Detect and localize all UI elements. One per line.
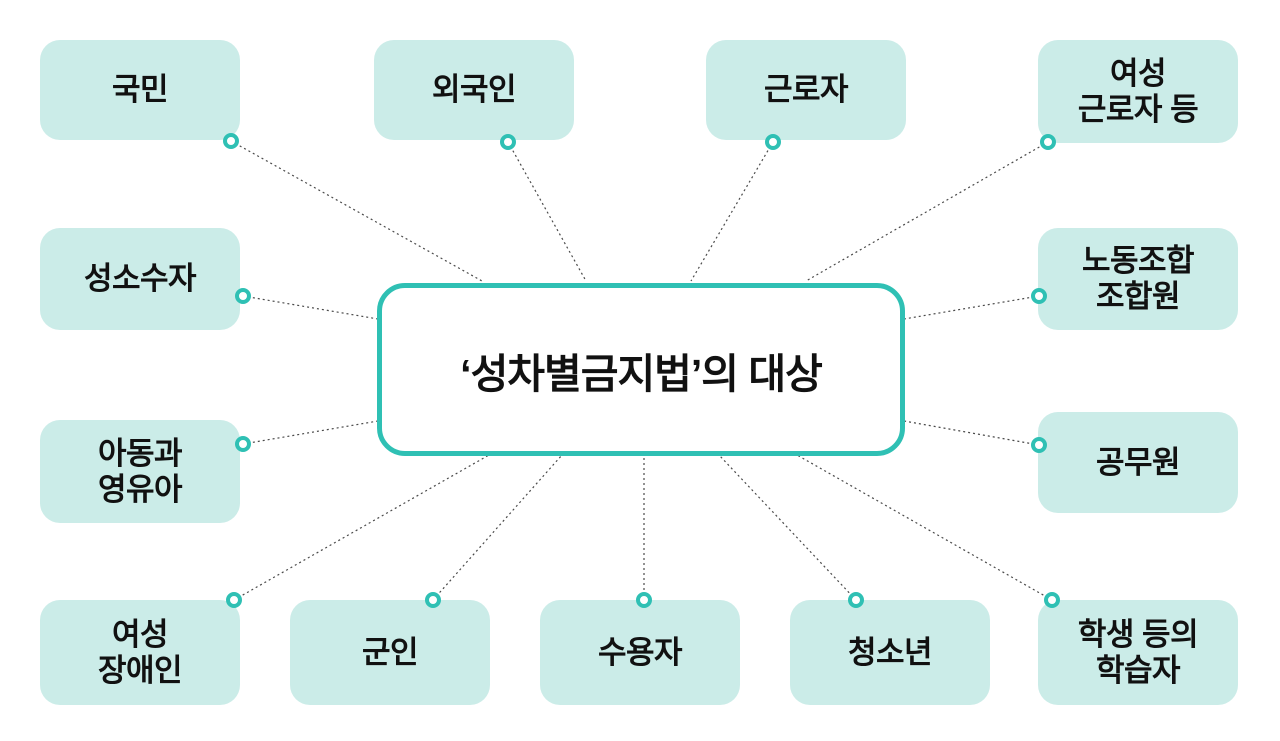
connector-dot-children-infants (235, 436, 251, 452)
connector-line-soldiers (432, 454, 563, 601)
connector-line-female-workers (805, 141, 1049, 282)
connector-line-foreigners (507, 141, 587, 282)
node-label-public-officials: 공무원 (1095, 444, 1181, 480)
center-node-label: ‘성차별금지법’의 대상 (460, 350, 823, 397)
node-soldiers: 군인 (290, 600, 490, 705)
connector-line-sexual-minorities (242, 295, 379, 320)
connector-dot-sexual-minorities (235, 288, 251, 304)
node-label-citizens: 국민 (111, 72, 169, 108)
node-label-workers: 근로자 (763, 72, 849, 108)
connector-line-citizens (230, 140, 483, 282)
node-label-youth: 청소년 (847, 634, 933, 670)
connector-dot-youth (848, 592, 864, 608)
connector-dot-public-officials (1031, 437, 1047, 453)
node-label-soldiers: 군인 (361, 634, 419, 670)
connector-line-public-officials (903, 420, 1040, 446)
connector-line-students-learners (796, 454, 1053, 601)
node-public-officials: 공무원 (1038, 412, 1238, 513)
node-youth: 청소년 (790, 600, 990, 705)
node-union-members: 노동조합 조합원 (1038, 228, 1238, 330)
node-foreigners: 외국인 (374, 40, 574, 140)
connector-dot-students-learners (1044, 592, 1060, 608)
node-students-learners: 학생 등의 학습자 (1038, 600, 1238, 705)
node-label-women-disabled: 여성 장애인 (97, 616, 183, 688)
node-label-foreigners: 외국인 (431, 72, 517, 108)
connector-line-workers (690, 141, 774, 282)
node-label-union-members: 노동조합 조합원 (1081, 243, 1195, 314)
connector-dot-female-workers (1040, 134, 1056, 150)
connector-line-youth (718, 454, 857, 601)
connector-dot-workers (765, 134, 781, 150)
node-label-students-learners: 학생 등의 학습자 (1077, 616, 1199, 688)
node-sexual-minorities: 성소수자 (40, 228, 240, 330)
node-inmates: 수용자 (540, 600, 740, 705)
connector-dot-soldiers (425, 592, 441, 608)
node-label-children-infants: 아동과 영유아 (97, 435, 183, 507)
node-workers: 근로자 (706, 40, 906, 140)
connector-dot-inmates (636, 592, 652, 608)
connector-dot-women-disabled (226, 592, 242, 608)
node-female-workers: 여성 근로자 등 (1038, 40, 1238, 143)
node-citizens: 국민 (40, 40, 240, 140)
connector-dot-foreigners (500, 134, 516, 150)
connector-dot-union-members (1031, 288, 1047, 304)
node-label-female-workers: 여성 근로자 등 (1077, 55, 1199, 127)
node-women-disabled: 여성 장애인 (40, 600, 240, 705)
connector-line-women-disabled (233, 454, 490, 601)
center-node: ‘성차별금지법’의 대상 (377, 283, 905, 456)
node-label-sexual-minorities: 성소수자 (83, 261, 197, 297)
connector-line-union-members (903, 295, 1040, 320)
connector-line-children-infants (242, 420, 379, 445)
connector-dot-citizens (223, 133, 239, 149)
node-label-inmates: 수용자 (597, 634, 683, 670)
node-children-infants: 아동과 영유아 (40, 420, 240, 523)
